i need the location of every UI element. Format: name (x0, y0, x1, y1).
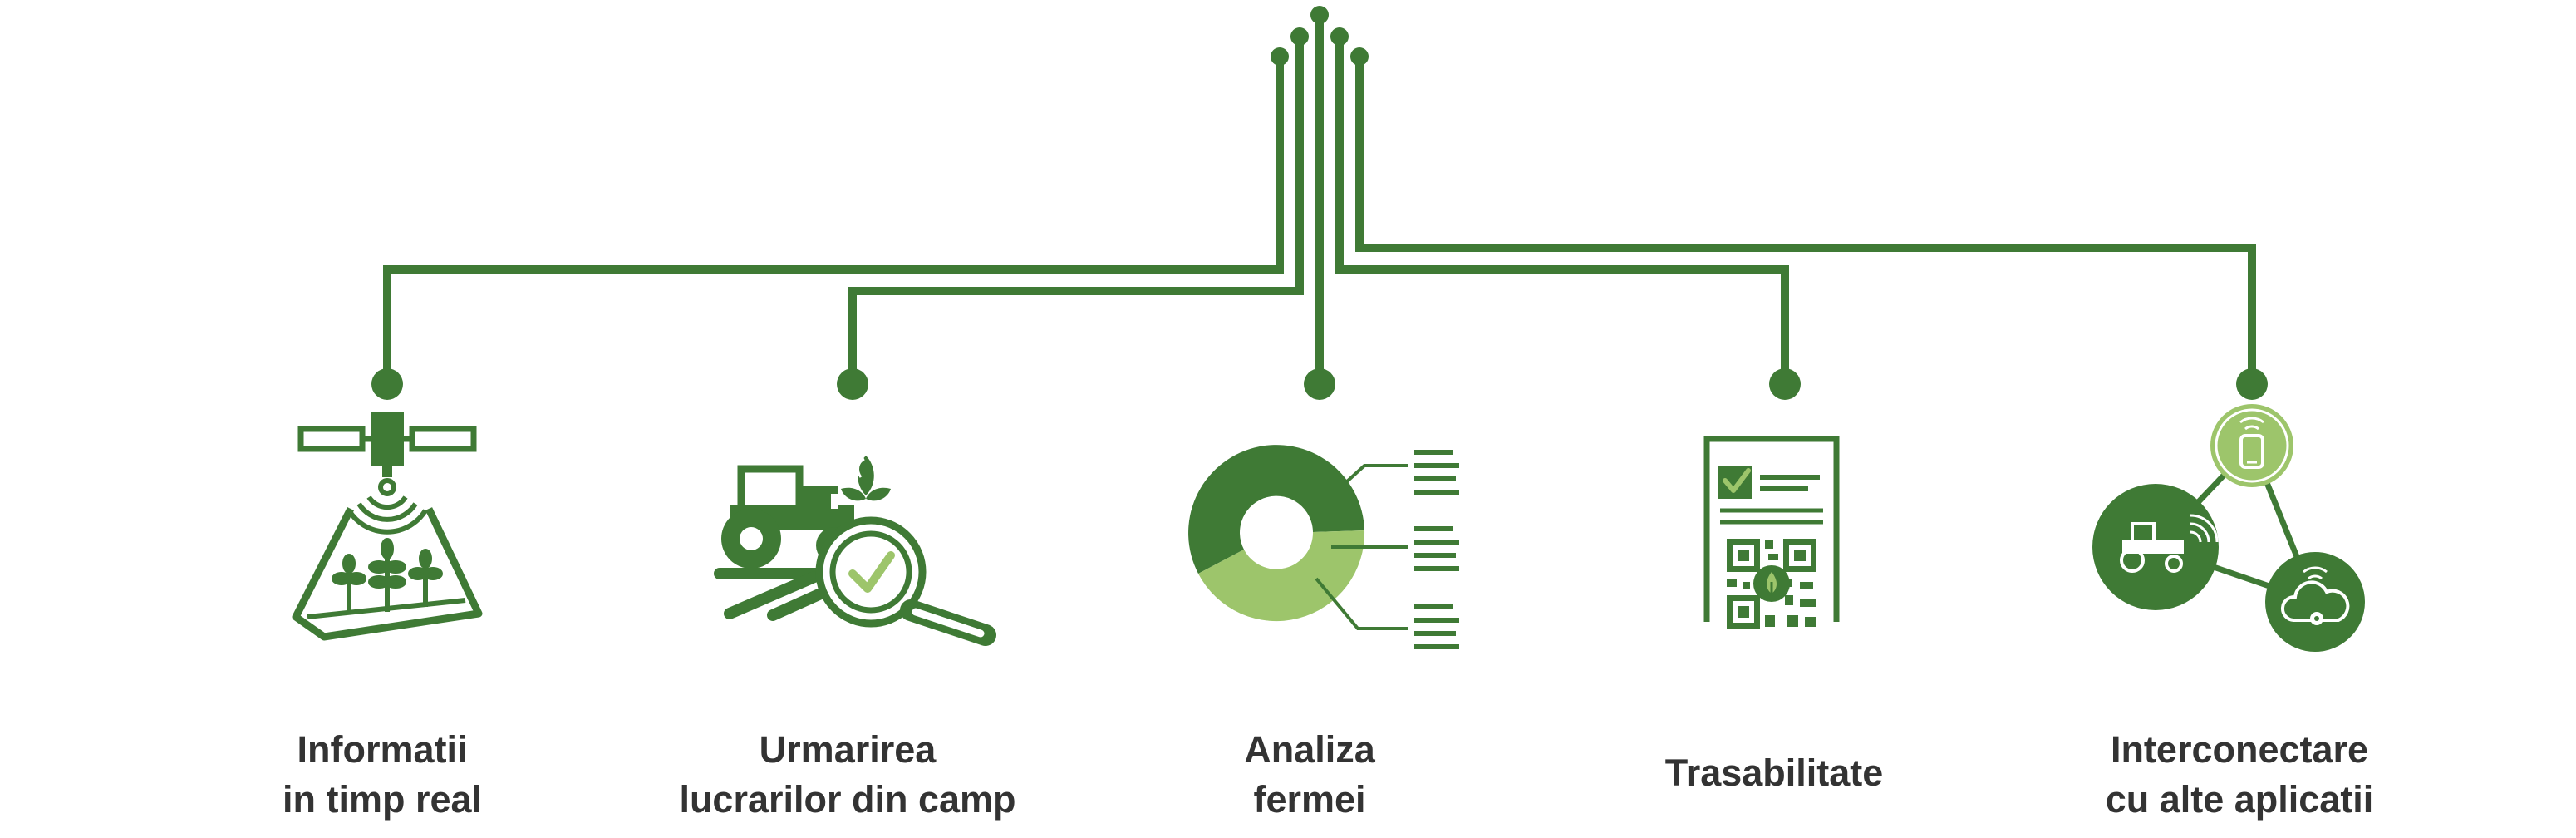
connector-line-5 (1355, 57, 2256, 382)
feature-label-line: cu alte aplicatii (2105, 778, 2374, 821)
end-dot-1 (371, 368, 403, 400)
feature-label-real-time-info: Informatii in timp real (150, 725, 615, 825)
connector-top-dots (1271, 6, 1369, 66)
feature-label-field-tracking: Urmarirea lucrarilor din camp (615, 725, 1080, 825)
top-dot-5 (1350, 47, 1369, 66)
end-dot-2 (837, 368, 868, 400)
end-dot-5 (2236, 368, 2268, 400)
end-dot-4 (1769, 368, 1801, 400)
feature-label-line: lucrarilor din camp (679, 778, 1016, 821)
connector-end-dots (371, 368, 2268, 400)
top-dot-1 (1271, 47, 1289, 66)
connector-lines (383, 17, 2256, 382)
feature-label-line: fermei (1253, 778, 1366, 821)
top-dot-2 (1290, 27, 1309, 46)
connector-line-1 (383, 57, 1284, 382)
network-connection-icon (2092, 404, 2365, 652)
end-dot-3 (1304, 368, 1335, 400)
qr-document-icon (1703, 436, 1840, 628)
connector-line-4 (1335, 37, 1789, 382)
feature-label-line: Urmarirea (759, 728, 937, 771)
satellite-field-icon (292, 412, 483, 641)
feature-label-line: Analiza (1244, 728, 1375, 771)
feature-label-interconnection: Interconectare cu alte aplicatii (2007, 725, 2472, 825)
feature-label-farm-analysis: Analiza fermei (1077, 725, 1542, 825)
tractor-magnifier-icon (714, 456, 996, 646)
feature-label-line: Trasabilitate (1664, 752, 1884, 794)
top-dot-4 (1330, 27, 1349, 46)
feature-label-line: Informatii (297, 728, 468, 771)
top-dot-3 (1310, 6, 1329, 24)
donut-chart-icon (1188, 445, 1459, 649)
feature-label-line: in timp real (282, 778, 483, 821)
feature-label-line: Interconectare (2110, 728, 2369, 771)
feature-label-traceability: Trasabilitate (1541, 748, 2007, 798)
connector-line-2 (848, 37, 1304, 382)
